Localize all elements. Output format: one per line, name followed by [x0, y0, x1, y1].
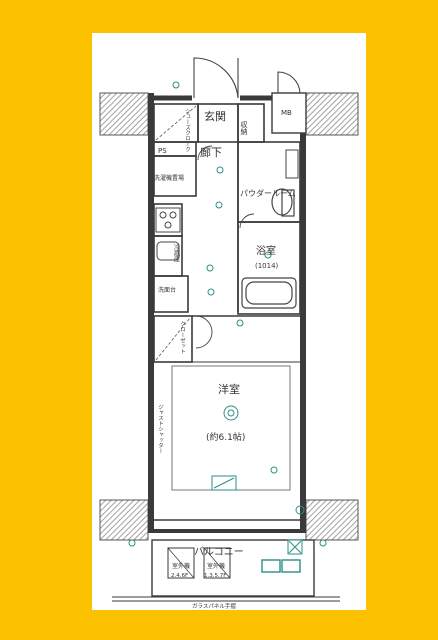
label-ac-left-note: 2.4.6F	[171, 573, 188, 579]
light-icon	[172, 81, 180, 89]
entrance-door	[193, 57, 301, 99]
label-ac-left: 室外機	[172, 562, 190, 570]
toilet	[271, 188, 295, 217]
label-closet: クローゼット	[179, 321, 186, 355]
light-icon	[264, 251, 272, 259]
label-laundry: 洗濯機置場	[154, 174, 184, 182]
light-icon	[128, 539, 136, 547]
ceiling-light-icon	[227, 409, 235, 417]
label-washstand: 洗面台	[158, 286, 176, 294]
aircon-icon	[211, 475, 237, 491]
light-icon	[216, 166, 224, 174]
label-bath-size: (1014)	[255, 262, 279, 270]
light-icon	[206, 264, 214, 272]
light-icon	[319, 539, 327, 547]
structural-columns	[99, 92, 359, 541]
label-ac-right: 室外機	[207, 562, 225, 570]
sensor-icon	[295, 505, 305, 515]
fixture-symbols	[128, 81, 327, 547]
room-doors	[195, 145, 255, 349]
kitchen-sink	[156, 241, 180, 261]
balcony-area	[112, 539, 340, 602]
outlet-icon	[270, 466, 278, 474]
label-western-room: 洋室	[218, 382, 240, 396]
label-western-room-size: (約6.1帖)	[206, 431, 245, 443]
washbasin	[285, 149, 299, 179]
label-storage: 収納	[240, 121, 248, 136]
bathtub	[241, 277, 297, 309]
label-fridge: 冷蔵庫	[173, 243, 180, 263]
light-icon	[236, 319, 244, 327]
label-balcony: バルコニー	[194, 546, 244, 558]
label-ps: PS	[158, 147, 167, 155]
light-icon	[207, 288, 215, 296]
mb-box	[271, 92, 307, 134]
room-labels: 玄関 収納 廊下 シューズクローク PS 洗濯機置場 冷蔵庫 洗面台 パウダール…	[154, 108, 296, 610]
label-hallway: 廊下	[200, 145, 222, 159]
label-mb: MB	[281, 109, 292, 117]
label-glass-rail: ガラスパネル手摺	[192, 602, 236, 610]
label-powder-room: パウダールーム	[240, 188, 296, 198]
exterior-walls	[148, 95, 304, 533]
label-ac-right-note: 1.3.5.7F	[204, 573, 226, 579]
light-icon	[215, 201, 223, 209]
label-bathroom: 浴室	[256, 244, 276, 257]
balcony-drain-icon	[287, 539, 303, 555]
label-shoe-closet: シューズクローク	[184, 108, 191, 152]
label-shelf: ジャストシャッター	[157, 404, 164, 454]
interior-partitions	[153, 103, 301, 363]
ceiling-light-icon	[223, 405, 239, 421]
label-entrance: 玄関	[204, 109, 226, 123]
kitchen-stove	[155, 207, 181, 233]
closet-marks	[155, 105, 197, 361]
